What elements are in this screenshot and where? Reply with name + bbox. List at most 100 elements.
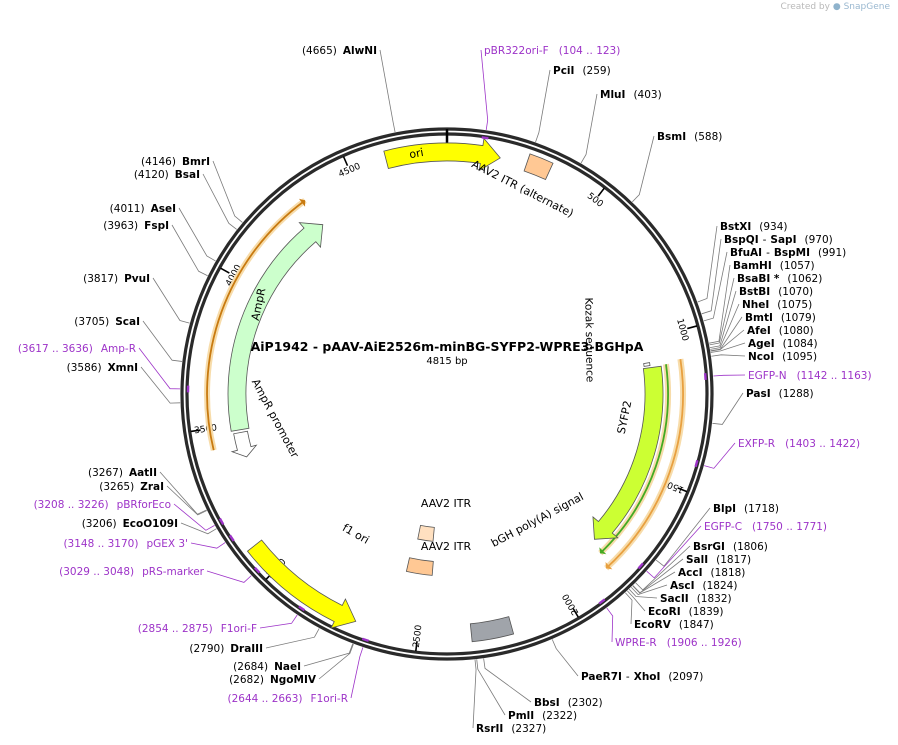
enzyme-label[interactable]: NcoI(1095) — [748, 351, 817, 363]
leader-line — [709, 277, 735, 346]
feature-aav2-itr[interactable] — [405, 557, 434, 576]
enzyme-label[interactable]: (3705)ScaI — [74, 316, 140, 328]
enzyme-position: (1070) — [778, 286, 813, 298]
enzyme-label[interactable]: (3267)AatII — [88, 467, 157, 479]
enzyme-label[interactable]: (3206)EcoO109I — [82, 518, 178, 530]
primer-label[interactable]: (2644 .. 2663)F1ori-R — [228, 693, 348, 705]
primer-label[interactable]: (2854 .. 2875)F1ori-F — [138, 623, 257, 635]
enzyme-label[interactable]: AgeI(1084) — [748, 338, 818, 350]
tick-mark — [415, 641, 418, 652]
enzyme-name: BsmI — [657, 131, 686, 143]
enzyme-label[interactable]: SalI(1817) — [686, 554, 751, 566]
enzyme-position: (1288) — [779, 388, 814, 400]
enzyme-position: (2790) — [189, 643, 224, 655]
orf-outer — [605, 358, 684, 569]
leader-line — [606, 607, 614, 643]
enzyme-label[interactable]: RsrII(2327) — [476, 723, 546, 735]
feature-bgh-polya[interactable] — [469, 616, 515, 643]
feature-syfp2[interactable] — [592, 365, 664, 540]
enzyme-label[interactable]: BstBI(1070) — [739, 286, 813, 298]
leader-line — [551, 639, 579, 677]
enzyme-label[interactable]: EcoRV(1847) — [634, 619, 714, 631]
feature-ampr[interactable] — [227, 222, 324, 432]
primer-label[interactable]: pBR322ori-F(104 .. 123) — [484, 45, 620, 57]
enzyme-label[interactable]: (4011)AseI — [110, 203, 176, 215]
enzyme-name: BsrGI — [693, 541, 725, 553]
leader-line — [627, 590, 646, 612]
enzyme-name: MluI — [600, 89, 625, 101]
leader-line — [480, 49, 489, 130]
enzyme-separator: - — [766, 247, 770, 259]
primer-label[interactable]: (3148 .. 3170)pGEX 3' — [63, 538, 188, 550]
orf-arcs — [204, 198, 686, 571]
enzyme-label[interactable]: (3817)PvuI — [83, 273, 150, 285]
enzyme-label[interactable]: BbsI(2302) — [534, 697, 603, 709]
leader-line — [138, 347, 181, 390]
enzyme-label[interactable]: AscI(1824) — [670, 580, 737, 592]
primer-label[interactable]: WPRE-R(1906 .. 1926) — [615, 637, 742, 649]
enzyme-label[interactable]: SacII(1832) — [660, 593, 732, 605]
enzyme-label[interactable]: (4146)BmrI — [141, 156, 210, 168]
primer-range: (2644 .. 2663) — [228, 693, 303, 705]
enzyme-label[interactable]: AccI(1818) — [678, 567, 745, 579]
enzyme-name: AatII — [129, 467, 157, 479]
enzyme-label[interactable]: PmlI(2322) — [508, 710, 577, 722]
enzyme-label[interactable]: (4665)AlwNI — [302, 45, 377, 57]
leader-line — [712, 392, 744, 425]
feature-f1-ori[interactable] — [246, 539, 357, 629]
feature-label-syfp2: SYFP2 — [615, 399, 635, 435]
primer-label[interactable]: EXFP-R(1403 .. 1422) — [738, 438, 860, 450]
enzyme-name: AlwNI — [343, 45, 377, 57]
feature-ori[interactable] — [383, 137, 501, 172]
enzyme-label[interactable]: (3265)ZraI — [99, 481, 164, 493]
orf-ampr-head — [299, 198, 306, 207]
enzyme-position: (2682) — [229, 674, 264, 686]
enzyme-label[interactable]: (3586)XmnI — [67, 362, 138, 374]
enzyme-label[interactable]: BamHI(1057) — [733, 260, 815, 272]
enzyme-label[interactable]: EcoRI(1839) — [648, 606, 724, 618]
enzyme-label[interactable]: (4120)BsaI — [134, 169, 200, 181]
leader-line — [142, 320, 183, 362]
primer-name: F1ori-F — [221, 623, 257, 635]
feature-kozak-sequence[interactable] — [643, 362, 651, 367]
leader-line — [190, 542, 226, 549]
enzyme-position: (1818) — [710, 567, 745, 579]
enzyme-label[interactable]: (2790)DraIII — [189, 643, 263, 655]
enzyme-label[interactable]: BmtI(1079) — [745, 312, 816, 324]
enzyme-label[interactable]: BspQI-SapI(970) — [724, 234, 833, 246]
enzyme-label[interactable]: PaeR7I-XhoI(2097) — [581, 671, 703, 683]
primer-label[interactable]: EGFP-N(1142 .. 1163) — [748, 370, 872, 382]
primer-name: WPRE-R — [615, 637, 657, 649]
enzyme-label[interactable]: BlpI(1718) — [713, 503, 779, 515]
enzyme-label[interactable]: AfeI(1080) — [747, 325, 814, 337]
enzyme-label[interactable]: MluI(403) — [600, 89, 662, 101]
enzyme-label[interactable]: BfuAI-BspMI(991) — [730, 247, 846, 259]
tick-label: 4500 — [337, 162, 362, 180]
enzyme-label[interactable]: PasI(1288) — [746, 388, 814, 400]
primer-label[interactable]: EGFP-C(1750 .. 1771) — [704, 521, 827, 533]
feature-aav2-itr-upper[interactable] — [417, 524, 435, 542]
enzyme-label[interactable]: (3963)FspI — [103, 220, 169, 232]
primer-label[interactable]: (3029 .. 3048)pRS-marker — [59, 566, 205, 578]
enzyme-label[interactable]: (2684)NaeI — [233, 661, 301, 673]
leader-line — [379, 49, 396, 133]
enzyme-position: (1079) — [781, 312, 816, 324]
primer-name: pGEX 3' — [146, 538, 188, 550]
primer-label[interactable]: (3617 .. 3636)Amp-R — [18, 343, 136, 355]
enzyme-label[interactable]: BstXI(934) — [720, 221, 788, 233]
enzyme-label[interactable]: BsaBI *(1062) — [737, 273, 822, 285]
primer-label[interactable]: (3208 .. 3226)pBRforEco — [34, 499, 171, 511]
enzyme-label[interactable]: NheI(1075) — [742, 299, 812, 311]
enzyme-label[interactable]: (2682)NgoMIV — [229, 674, 317, 686]
feature-ampr-promoter[interactable] — [230, 430, 258, 458]
enzyme-position: (1084) — [783, 338, 818, 350]
enzyme-name: FspI — [144, 220, 169, 232]
enzyme-label[interactable]: BsmI(588) — [657, 131, 722, 143]
enzyme-label[interactable]: PciI(259) — [553, 65, 611, 77]
feature-aav2-itr-alternate[interactable] — [523, 153, 554, 181]
enzyme-position: (3817) — [83, 273, 118, 285]
leader-line — [483, 658, 532, 703]
primer-name: EGFP-C — [704, 521, 742, 533]
tick-label: 1000 — [674, 318, 690, 343]
enzyme-label[interactable]: BsrGI(1806) — [693, 541, 768, 553]
